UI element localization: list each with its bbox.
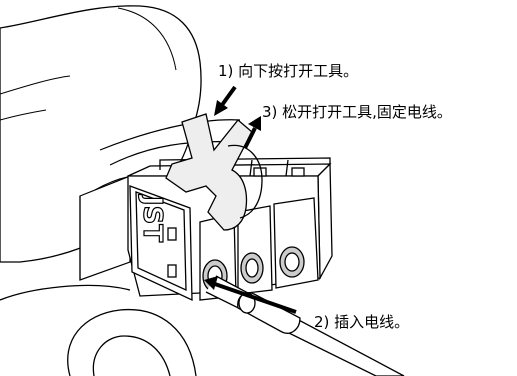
- wire-loop: [0, 284, 197, 376]
- step-1-label: 1) 向下按打开工具。: [218, 62, 359, 80]
- arrow-press-down: [214, 85, 237, 116]
- inserted-wire: [205, 275, 405, 376]
- opening-tool: [165, 113, 263, 231]
- arrow-release: [243, 116, 261, 149]
- step-2-label: 2) 插入电线。: [314, 313, 410, 331]
- rear-housing: [79, 175, 131, 281]
- brand-label: JST: [137, 194, 167, 242]
- brand-plate: JST: [129, 185, 193, 302]
- step-3-label: 3) 松开打开工具,固定电线。: [262, 103, 452, 121]
- arrow-insert-wire: [204, 276, 297, 314]
